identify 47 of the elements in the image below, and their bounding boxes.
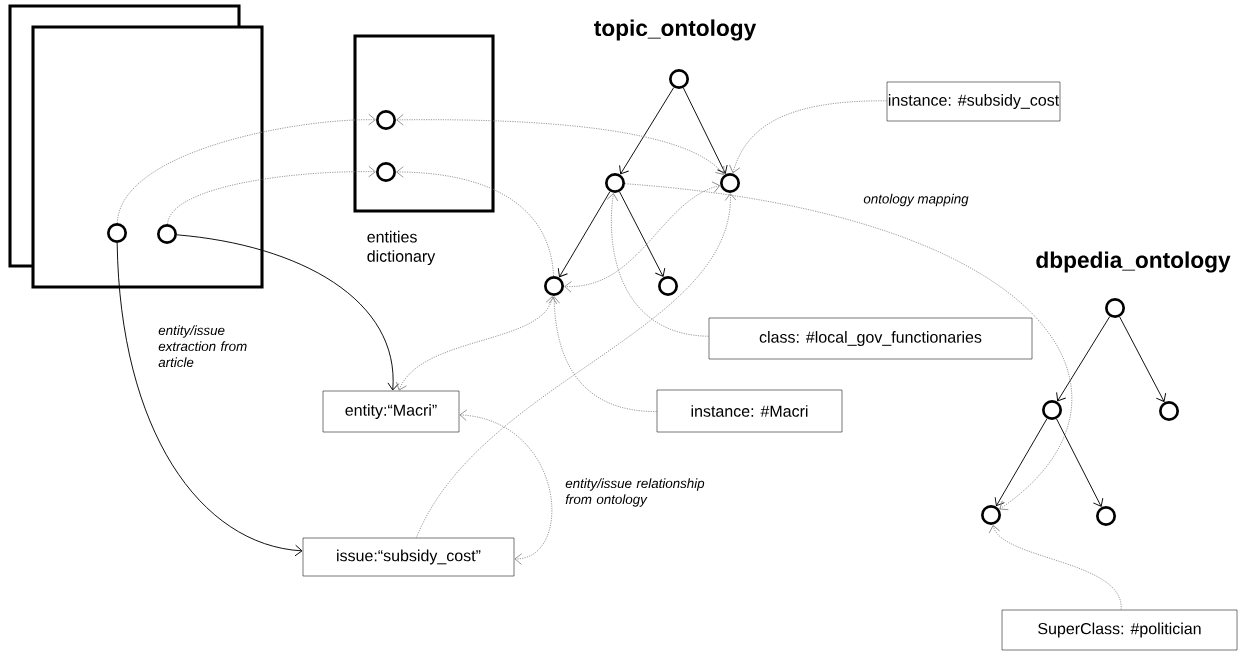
arrow xyxy=(415,193,737,539)
node-circle xyxy=(1096,506,1116,526)
node-circle xyxy=(1105,298,1125,318)
arrow xyxy=(1056,418,1104,507)
annotation: entity/issue relationship from ontology xyxy=(565,478,705,507)
arrow xyxy=(606,193,710,337)
node-circle xyxy=(658,276,678,296)
dictionary-label: entities dictionary xyxy=(367,230,436,266)
document-stack xyxy=(8,4,264,289)
arrow xyxy=(116,113,376,224)
node-circle xyxy=(1159,401,1179,421)
node-circle xyxy=(1042,400,1062,420)
arrow xyxy=(729,100,888,174)
concept-box: class: #local_gov_functionaries xyxy=(708,317,1033,360)
annotation: entity/issue extraction from article xyxy=(158,325,247,368)
node-circle xyxy=(605,173,625,193)
node-circle xyxy=(720,173,740,193)
tree-label: topic_ontology xyxy=(594,19,757,41)
arrow xyxy=(167,165,376,225)
concept-box: SuperClass: #politician xyxy=(1001,609,1238,651)
concept-box: instance: #subsidy_cost xyxy=(886,81,1061,122)
node-circle xyxy=(544,276,564,296)
arrow xyxy=(624,183,1071,511)
concept-box: issue:“subsidy_cost” xyxy=(302,537,515,577)
arrow xyxy=(994,418,1048,507)
arrow xyxy=(619,87,675,175)
arrow xyxy=(1056,316,1111,402)
concept-box: entity:“Macri” xyxy=(322,390,460,433)
dictionary-box xyxy=(353,34,495,213)
arrow xyxy=(1119,316,1167,402)
node-circle xyxy=(981,505,1001,525)
arrow xyxy=(459,409,553,565)
annotation: ontology mapping xyxy=(863,193,969,207)
node-circle xyxy=(669,69,689,89)
arrow xyxy=(548,296,658,412)
arrow xyxy=(682,87,728,174)
arrow xyxy=(396,166,554,277)
arrow xyxy=(176,234,400,391)
arrow xyxy=(557,191,611,278)
concept-box: instance: #Macri xyxy=(656,389,843,433)
arrow xyxy=(396,296,558,391)
arrow xyxy=(619,191,666,277)
arrow xyxy=(564,181,721,293)
tree-label: dbpedia_ontology xyxy=(1036,251,1231,273)
arrow xyxy=(116,242,303,557)
arrow xyxy=(396,114,725,175)
arrow xyxy=(988,525,1122,611)
